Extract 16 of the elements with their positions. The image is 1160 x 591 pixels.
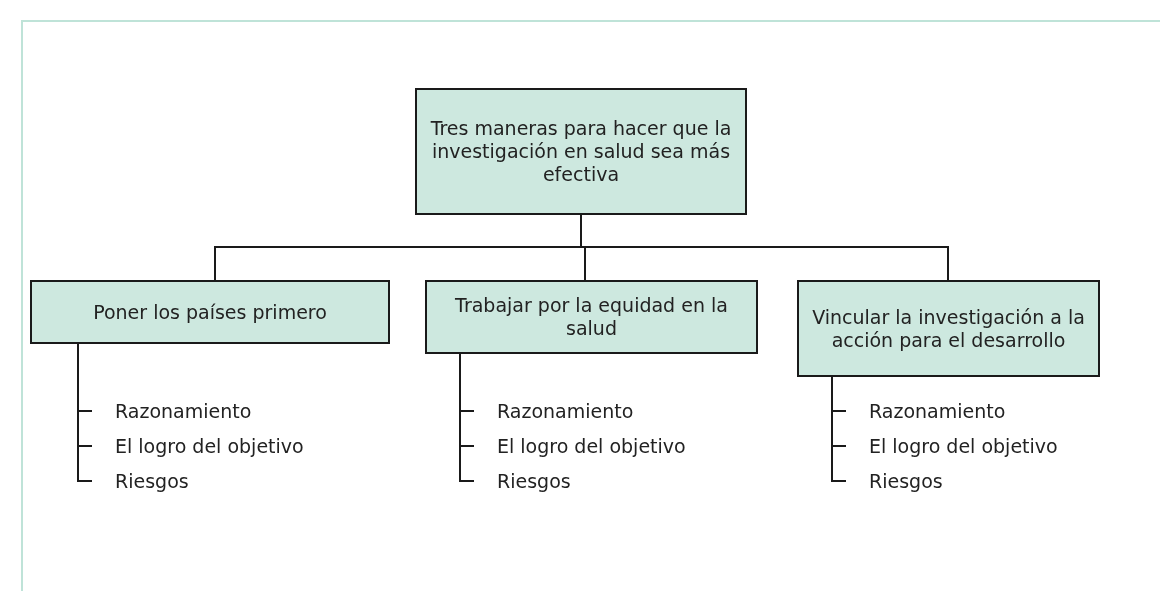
list-item-text: Razonamiento <box>474 396 634 426</box>
category-box: Poner los países primero <box>30 280 390 344</box>
list-item-text: Riesgos <box>92 466 189 496</box>
list-item-text: Riesgos <box>474 466 571 496</box>
list-item-text: El logro del objetivo <box>474 431 686 461</box>
connector-line <box>459 353 475 482</box>
category-box: Trabajar por la equidad en la salud <box>425 280 758 354</box>
connector-line <box>77 343 93 482</box>
connector-line <box>831 376 847 482</box>
list-item-text: El logro del objetivo <box>846 431 1058 461</box>
list-item-text: El logro del objetivo <box>92 431 304 461</box>
category-box: Vincular la investigación a la acción para el desarrollo <box>797 280 1100 377</box>
list-item-text: Riesgos <box>846 466 943 496</box>
list-item-text: Razonamiento <box>846 396 1006 426</box>
root-box: Tres maneras para hacer que la investigación en salud sea más efectiva <box>415 88 747 215</box>
list-item-text: Razonamiento <box>92 396 252 426</box>
